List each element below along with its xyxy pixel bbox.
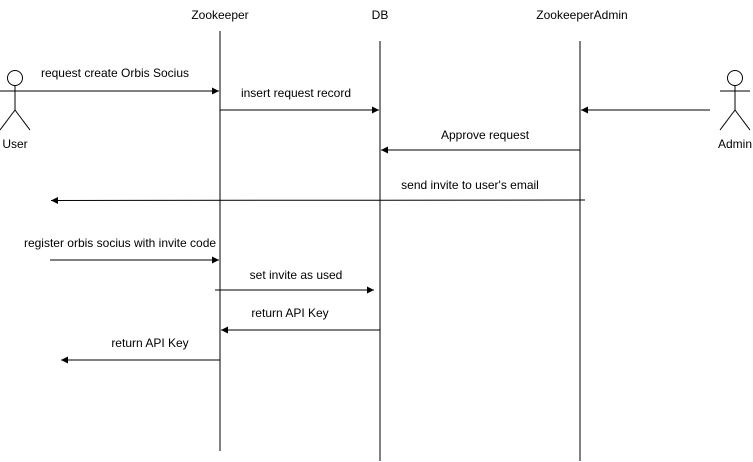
message-label: set invite as used: [250, 268, 343, 282]
lifeline-label-zookeeper: Zookeeper: [191, 8, 248, 22]
lifeline-label-zookeeperadmin: ZookeeperAdmin: [536, 8, 627, 22]
lifeline-label-db: DB: [372, 8, 389, 22]
message-label: Approve request: [441, 128, 530, 142]
message-arrow: [50, 196, 586, 204]
actor-admin-right-leg: [734, 109, 751, 131]
actor-admin: Admin: [718, 70, 752, 151]
message-send-invite: send invite to user's email: [50, 178, 586, 204]
actor-user-label: User: [2, 137, 27, 151]
actor-user-left-leg: [0, 109, 16, 131]
message-approve-request: Approve request: [381, 128, 580, 154]
message-register-with-invite: register orbis socius with invite code: [24, 236, 219, 264]
actor-admin-head: [727, 70, 743, 86]
message-label: return API Key: [111, 336, 188, 350]
message-label: insert request record: [241, 86, 351, 100]
message-request-create: request create Orbis Socius: [0, 66, 219, 95]
message-label: send invite to user's email: [401, 178, 539, 192]
message-return-api-key-db: return API Key: [221, 306, 380, 334]
message-label: register orbis socius with invite code: [24, 236, 216, 250]
actor-user-head: [7, 70, 23, 86]
message-label: request create Orbis Socius: [41, 66, 189, 80]
message-insert-request-record: insert request record: [220, 86, 379, 114]
message-label: return API Key: [251, 306, 328, 320]
actor-user-right-leg: [14, 109, 31, 131]
actor-admin-label: Admin: [718, 137, 752, 151]
message-return-api-key-user: return API Key: [61, 336, 220, 364]
message-set-invite-used: set invite as used: [215, 268, 374, 294]
actor-admin-left-leg: [719, 109, 736, 131]
actor-user: User: [0, 70, 31, 151]
